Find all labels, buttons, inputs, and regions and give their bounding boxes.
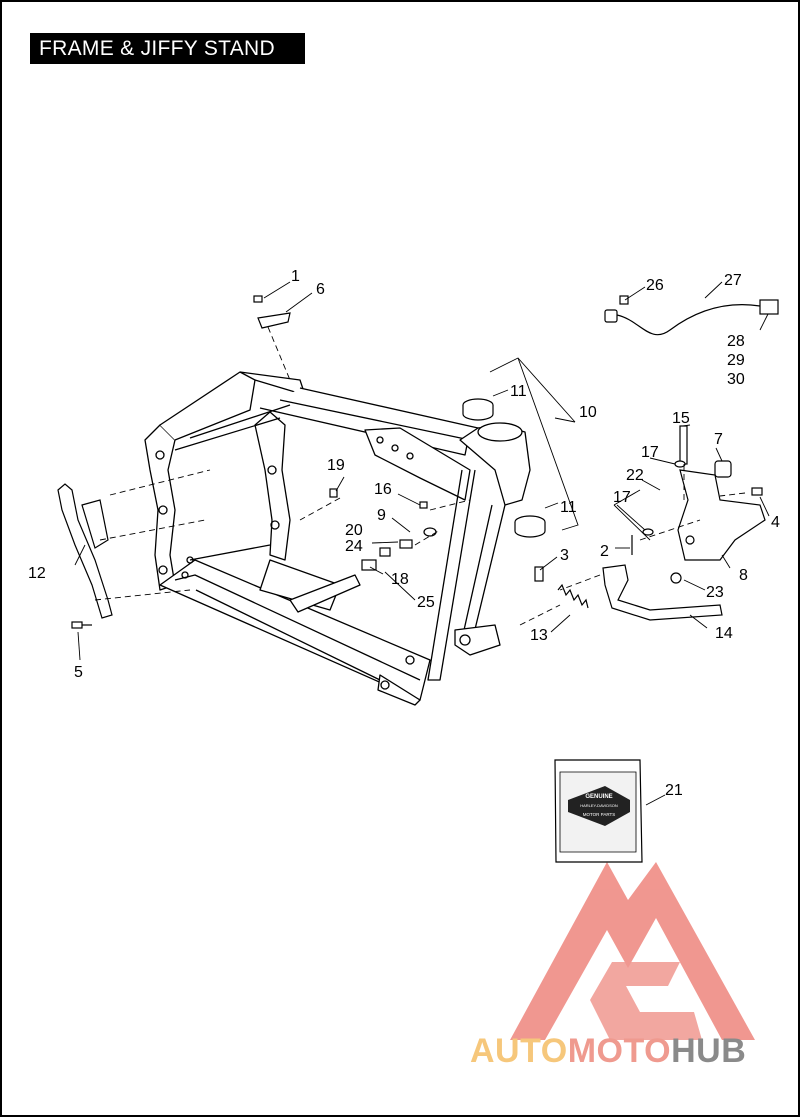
callout-23: 23 [706, 584, 724, 601]
leader-lines [74, 281, 770, 806]
callout-6: 6 [316, 281, 325, 298]
package-line3: MOTOR PARTS [583, 812, 616, 817]
sensor-cable [604, 295, 779, 336]
callout-11-top: 11 [510, 383, 527, 400]
callout-16: 16 [374, 481, 392, 498]
alignment-lines [94, 326, 746, 626]
frame-assembly [144, 371, 531, 706]
callout-22: 22 [626, 467, 644, 484]
watermark-text: AUTOMOTOHUB [470, 1032, 746, 1071]
callout-14: 14 [715, 625, 733, 642]
package-line1: GENUINE [585, 794, 612, 800]
callout-5: 5 [74, 664, 83, 681]
page-title: FRAME & JIFFY STAND [30, 33, 305, 64]
watermark-auto: AUTO [470, 1032, 568, 1070]
callout-21: 21 [665, 782, 683, 799]
callout-13: 13 [530, 627, 548, 644]
callout-27: 27 [724, 272, 742, 289]
callout-2: 2 [600, 543, 609, 560]
genuine-parts-package: GENUINE HARLEY-DAVIDSON MOTOR PARTS [554, 759, 643, 863]
callout-17-lower: 17 [613, 489, 631, 506]
callout-11-bottom: 11 [560, 499, 577, 516]
callout-28: 28 [727, 333, 745, 350]
callout-30: 30 [727, 371, 745, 388]
callout-17-upper: 17 [641, 444, 659, 461]
callout-8: 8 [739, 567, 748, 584]
callout-24: 24 [345, 538, 363, 555]
left-bracket-part [57, 483, 113, 619]
callout-15: 15 [672, 410, 690, 427]
callout-12: 12 [28, 565, 46, 582]
callout-9: 9 [377, 507, 386, 524]
jiffy-stand-parts [329, 425, 766, 621]
callout-4: 4 [771, 514, 780, 531]
callout-25: 25 [417, 594, 435, 611]
callout-26: 26 [646, 277, 664, 294]
bearing-cups [462, 398, 546, 538]
callout-18: 18 [391, 571, 409, 588]
callout-3: 3 [560, 547, 569, 564]
callout-labels: 1 6 11 10 11 3 19 16 9 20 24 18 25 12 5 … [28, 268, 780, 799]
callout-20: 20 [345, 522, 363, 539]
bolt-part [71, 621, 92, 629]
callout-10: 10 [579, 404, 597, 421]
callout-7: 7 [714, 431, 723, 448]
callout-29: 29 [727, 352, 745, 369]
callout-1: 1 [291, 268, 300, 285]
top-clip-parts [253, 295, 291, 329]
watermark-hub: HUB [671, 1032, 747, 1070]
package-line2: HARLEY-DAVIDSON [580, 803, 618, 808]
callout-19: 19 [327, 457, 345, 474]
watermark-logo [510, 862, 755, 1040]
watermark-moto: MOTO [567, 1032, 672, 1070]
